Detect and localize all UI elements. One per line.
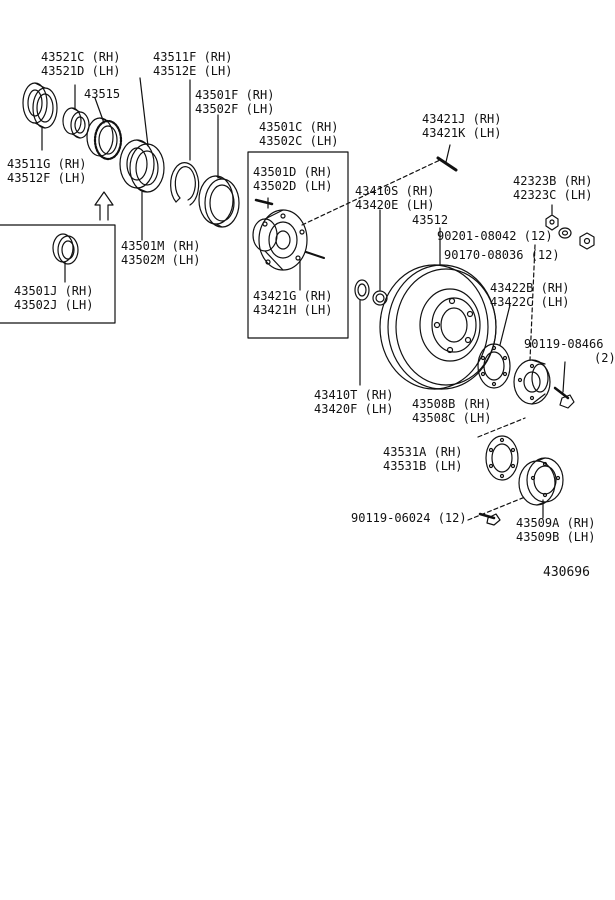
label-43501f-lh: 43502F (LH): [195, 102, 275, 116]
label-43508: 43508B (RH): [412, 397, 492, 411]
seal-43410t: [354, 279, 370, 386]
label-43508-lh: 43508C (LH): [412, 411, 492, 425]
label-43501m-lh: 43502M (LH): [121, 253, 201, 267]
label-43501m: 43501M (RH): [121, 239, 201, 253]
bearing-43521c: [62, 84, 90, 139]
label-90119-06024: 90119-06024 (12): [351, 511, 467, 525]
washer-90201: [558, 227, 572, 239]
label-43531-lh: 43531B (LH): [383, 459, 463, 473]
label-43421g: 43421G (RH): [253, 289, 333, 303]
gasket-43531a: [477, 417, 526, 481]
label-43511g: 43511G (RH): [7, 157, 87, 171]
bolt-90119-06024: [478, 512, 501, 526]
label-43410s: 43410S (RH): [355, 184, 435, 198]
label-90119-08466: 90119-08466: [524, 337, 604, 351]
label-43511: 43511F (RH): [153, 50, 233, 64]
hub-box: [247, 151, 441, 339]
label-90170: 90170-08036 (12): [444, 248, 560, 262]
bearing-43501m: [119, 77, 165, 241]
label-43511-lh: 43512E (LH): [153, 64, 233, 78]
label-43501f: 43501F (RH): [195, 88, 275, 102]
label-43509-lh: 43509B (LH): [516, 530, 596, 544]
label-43515: 43515: [84, 87, 121, 101]
flange-43508b: [513, 359, 551, 405]
label-43511g-lh: 43512F (LH): [7, 171, 87, 185]
inset-box: [0, 224, 116, 324]
tone-ring-43515: [86, 97, 123, 161]
label-43521-lh: 43521D (LH): [41, 64, 121, 78]
cap-43509a: [467, 457, 564, 521]
label-43410t-lh: 43420F (LH): [314, 402, 394, 416]
label-43512: 43512: [412, 213, 449, 227]
label-43410s-lh: 43420E (LH): [355, 198, 435, 212]
label-42323-lh: 42323C (LH): [513, 188, 593, 202]
label-43501j: 43501J (RH): [14, 284, 94, 298]
label-43501c: 43501C (RH): [259, 120, 339, 134]
disc-rotor-43512: [379, 227, 497, 390]
label-43421j: 43421J (RH): [422, 112, 502, 126]
label-42323: 42323B (RH): [513, 174, 593, 188]
nut-42323b: [545, 204, 559, 231]
bolt-90119-08466: [553, 361, 575, 409]
stud-43421j: [436, 144, 458, 172]
label-43421j-lh: 43421K (LH): [422, 126, 502, 140]
label-43501j-lh: 43502J (LH): [14, 298, 94, 312]
label-43501d: 43501D (RH): [253, 165, 333, 179]
label-43422: 43422B (RH): [490, 281, 570, 295]
label-43531: 43531A (RH): [383, 445, 463, 459]
nut-dashed-guide: [529, 244, 536, 361]
inset-arrow: [94, 191, 114, 221]
label-90119-08466-qty: (2): [594, 351, 615, 365]
ring-43501f: [198, 114, 240, 228]
diagram-id: 430696: [543, 565, 590, 580]
label-43501d-lh: 43502D (LH): [253, 179, 333, 193]
label-43501c-lh: 43502C (LH): [259, 134, 339, 148]
label-43410t: 43410T (RH): [314, 388, 394, 402]
seal-43410s: [372, 209, 388, 306]
label-90201: 90201-08042 (12): [437, 229, 553, 243]
nut-90170: [579, 232, 595, 250]
label-43421g-lh: 43421H (LH): [253, 303, 333, 317]
snap-ring-43511f: [170, 79, 200, 206]
label-43509: 43509A (RH): [516, 516, 596, 530]
label-43521: 43521C (RH): [41, 50, 121, 64]
label-43422-lh: 43422C (LH): [490, 295, 570, 309]
gasket-43422b: [477, 304, 511, 389]
oil-seal-43511g: [22, 82, 58, 151]
